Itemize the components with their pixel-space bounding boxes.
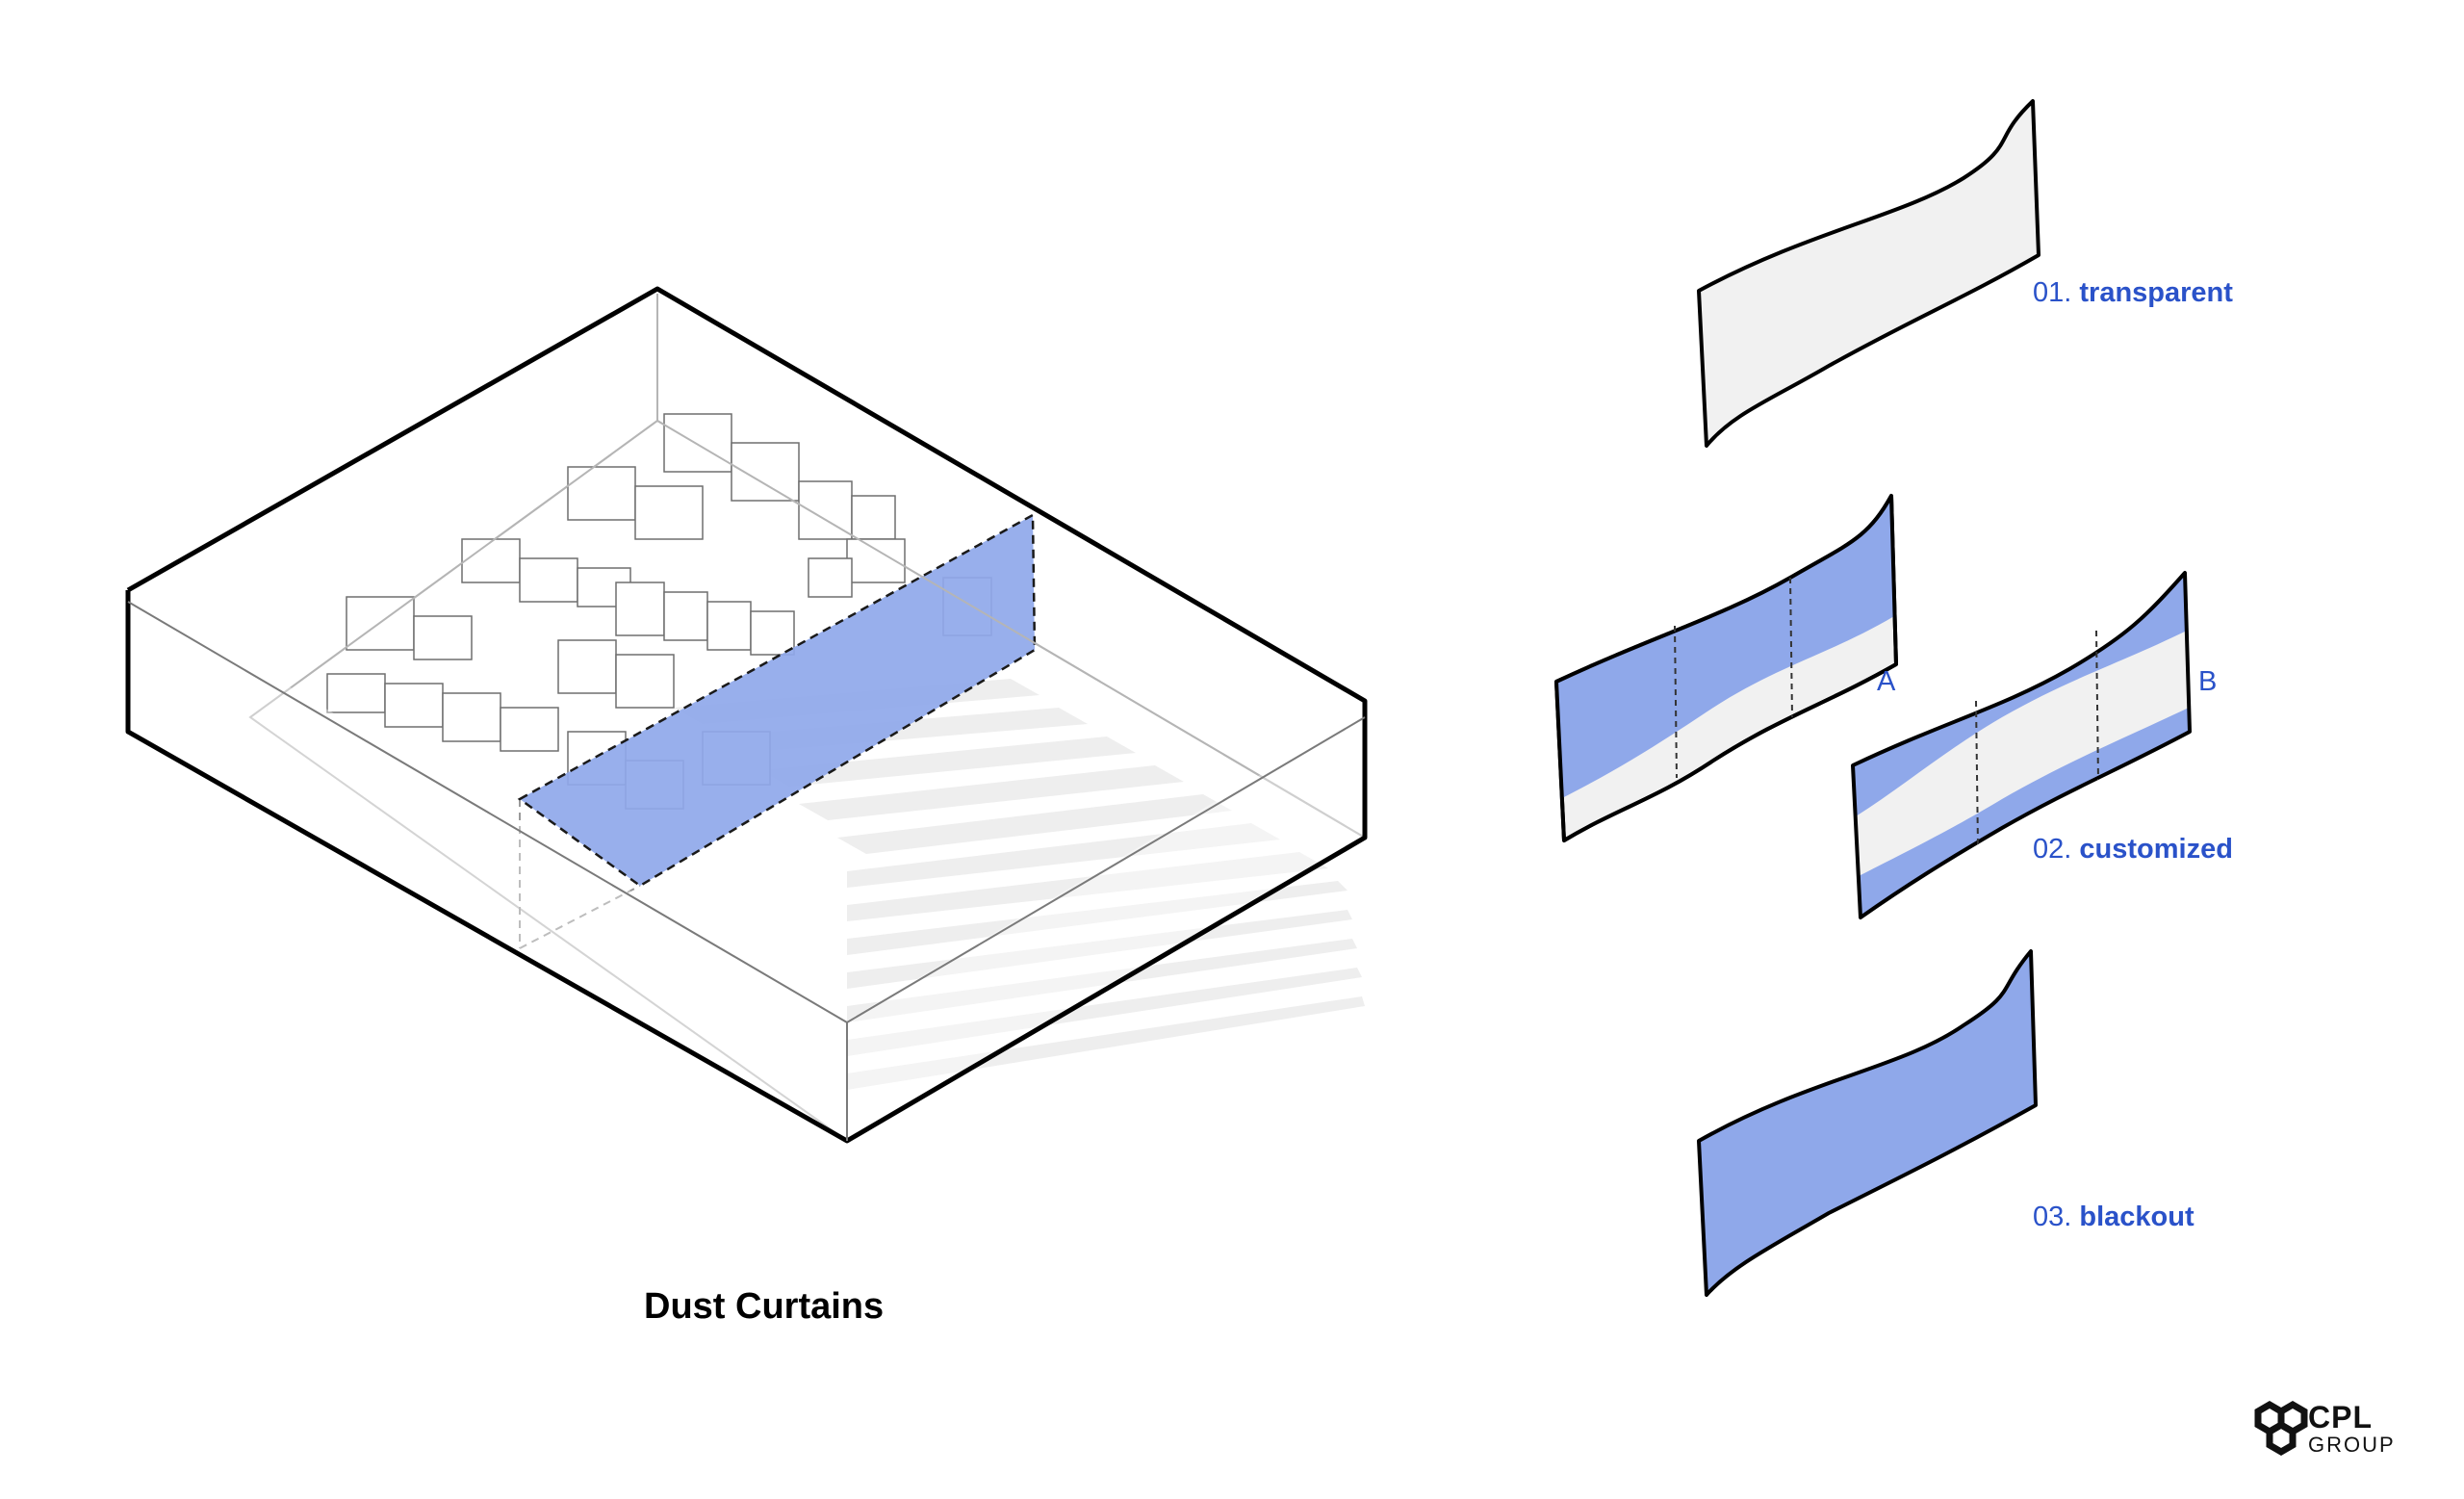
variant-name: customized bbox=[2079, 834, 2233, 865]
logo-wordmark-primary: CPL bbox=[2308, 1400, 2373, 1434]
curtain-guides bbox=[519, 799, 641, 949]
room-isometric-box bbox=[125, 286, 1368, 1144]
panel-customized-b bbox=[1851, 571, 2192, 919]
variant-name: blackout bbox=[2079, 1202, 2194, 1232]
variant-label-blackout: 03. blackout bbox=[2033, 1202, 2194, 1233]
variant-label-customized: 02. customized bbox=[2033, 834, 2233, 866]
room-right-wall bbox=[847, 712, 1365, 1141]
panel-customized-a bbox=[1554, 494, 1898, 842]
panel-blackout bbox=[1697, 949, 2038, 1297]
room-walls bbox=[249, 294, 1366, 839]
hexagon-cluster-icon bbox=[2254, 1400, 2308, 1457]
variant-number: 02. bbox=[2033, 834, 2072, 865]
room-front-wall bbox=[128, 590, 847, 1141]
variant-number: 03. bbox=[2033, 1202, 2072, 1232]
diagram-caption: Dust Curtains bbox=[644, 1286, 885, 1327]
dust-curtain bbox=[517, 512, 1037, 888]
sub-label-a: A bbox=[1877, 666, 1896, 697]
variant-number: 01. bbox=[2033, 277, 2072, 308]
sub-label-b: B bbox=[2198, 666, 2218, 697]
panel-transparent bbox=[1697, 99, 2040, 448]
variant-label-transparent: 01. transparent bbox=[2033, 277, 2233, 309]
logo-wordmark-secondary: GROUP bbox=[2308, 1433, 2396, 1457]
room-outline bbox=[125, 286, 1368, 1144]
variant-name: transparent bbox=[2079, 277, 2233, 308]
